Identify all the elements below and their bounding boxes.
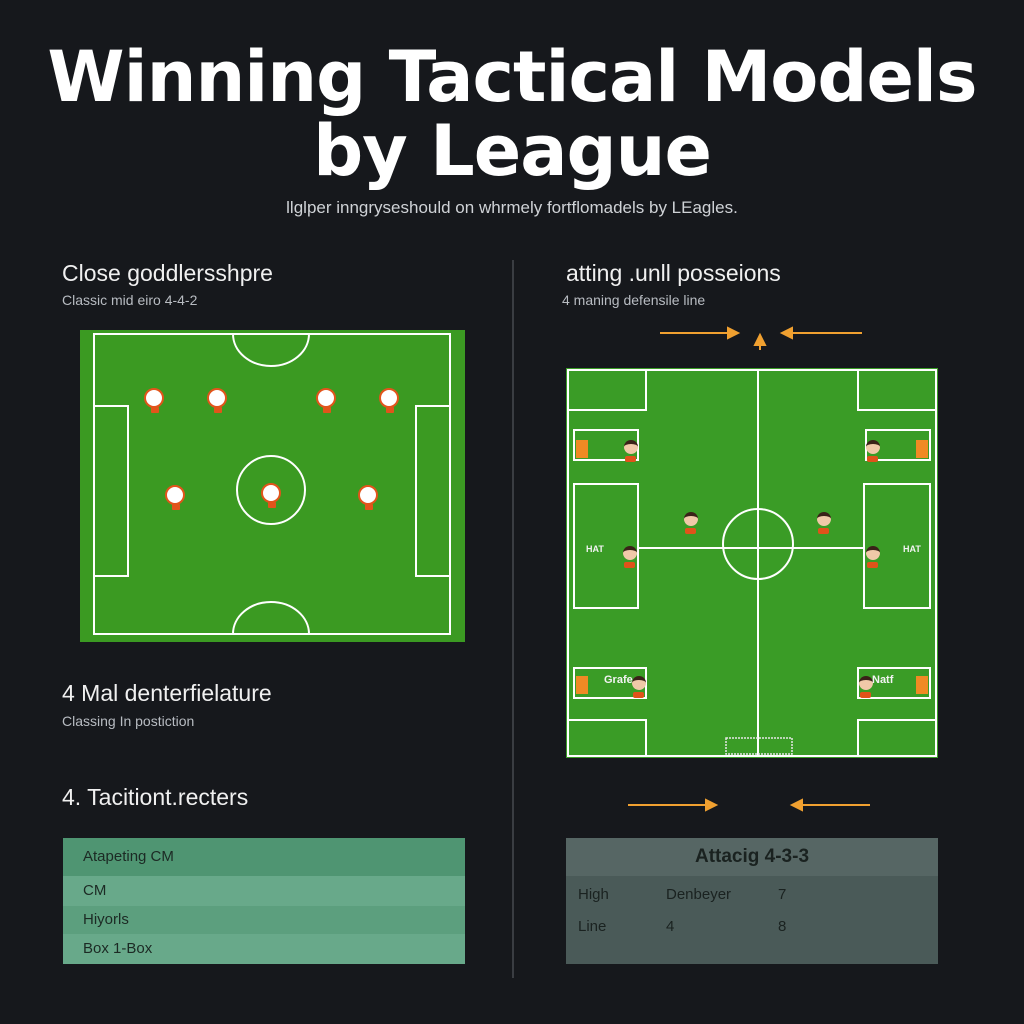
table-title: Attacig 4-3-3 xyxy=(566,838,938,876)
left-heading-1: Close goddlersshpre xyxy=(62,260,273,286)
goal-marker xyxy=(576,440,588,458)
player-marker xyxy=(859,676,873,698)
player-marker xyxy=(261,483,281,508)
table-cell: Box 1-Box xyxy=(83,940,153,957)
right-heading: atting .unll posseions xyxy=(566,260,781,286)
player-marker xyxy=(358,485,378,510)
table-cell: Hiyorls xyxy=(83,911,129,928)
player-marker xyxy=(144,388,164,413)
left-caption-2: Classing In postiction xyxy=(62,713,195,729)
pressing-arrows-bottom xyxy=(628,798,870,812)
player-marker xyxy=(623,546,637,568)
table-cell: 7 xyxy=(778,886,787,903)
pitch-label-left: HAT xyxy=(586,544,604,554)
player-marker xyxy=(866,546,880,568)
table-cell: High xyxy=(578,886,609,903)
table-cell: Denbeyer xyxy=(666,886,732,903)
table-cell: Atapeting CM xyxy=(83,848,174,865)
player-marker xyxy=(165,485,185,510)
goal-marker xyxy=(916,440,928,458)
page-subtitle: llglper inngryseshould on whrmely fortfl… xyxy=(286,198,738,217)
table-cell: CM xyxy=(83,882,107,899)
player-marker xyxy=(632,676,646,698)
player-marker xyxy=(624,440,638,462)
player-marker xyxy=(817,512,831,534)
left-pitch-lines xyxy=(93,333,451,635)
table-row: Box 1-Box xyxy=(63,934,465,964)
table-row: Atapeting CM xyxy=(63,838,465,876)
player-marker xyxy=(207,388,227,413)
player-marker xyxy=(684,512,698,534)
table-cell: 4 xyxy=(666,918,675,935)
pitch-label-bottom-left: Grafe xyxy=(604,674,633,686)
pitch-label-right: HAT xyxy=(903,544,921,554)
right-pitch-lines xyxy=(567,369,937,757)
page-title: Winning Tactical Models by League xyxy=(0,40,1024,188)
player-marker xyxy=(379,388,399,413)
player-marker xyxy=(316,388,336,413)
right-caption: 4 maning defensile line xyxy=(562,292,706,308)
table-row: Hiyorls xyxy=(63,906,465,934)
column-divider xyxy=(512,260,514,978)
table-cell: Line xyxy=(578,918,607,935)
left-heading-3: 4. Tacitiont.recters xyxy=(62,784,249,810)
goal-marker xyxy=(916,676,928,694)
title-line-2: by League xyxy=(313,110,712,192)
right-pitch-diagram: HAT HAT Grafe Natf xyxy=(566,368,938,758)
pitch-label-bottom-right: Natf xyxy=(872,674,894,686)
left-roles-table: Atapeting CM CM Hiyorls Box 1-Box xyxy=(63,838,465,964)
title-line-1: Winning Tactical Models xyxy=(47,36,977,118)
left-heading-2: 4 Mal denterfielature xyxy=(62,680,272,706)
table-cell: 8 xyxy=(778,918,787,935)
left-caption-1: Classic mid eiro 4-4-2 xyxy=(62,292,198,308)
right-formation-table: Attacig 4-3-3 High Denbeyer 7 Line 4 8 xyxy=(566,838,938,964)
pressing-arrows-top xyxy=(660,326,862,350)
table-row: CM xyxy=(63,876,465,906)
player-marker xyxy=(866,440,880,462)
goal-marker xyxy=(576,676,588,694)
left-pitch-diagram xyxy=(80,330,465,642)
